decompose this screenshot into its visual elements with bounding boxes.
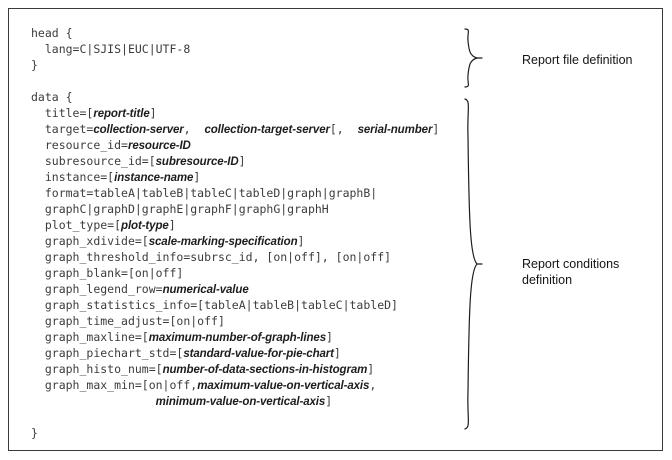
code-line: graph_histo_num=[number-of-data-sections… [44, 362, 375, 376]
annotation-report-file-definition: Report file definition [522, 52, 632, 68]
code-line: plot_type=[plot-type] [44, 218, 176, 232]
code-line: graph_time_adjust=[on|off] [44, 314, 225, 328]
placeholder-token: standard-value-for-pie-chart [183, 348, 334, 360]
annotation-report-conditions-definition-line1: Report conditions [522, 257, 620, 271]
placeholder-token: minimum-value-on-vertical-axis [155, 396, 326, 408]
code-line: graph_max_min=[on|off,maximum-value-on-v… [44, 378, 377, 392]
code-line: data { [31, 90, 73, 104]
code-line [31, 73, 451, 89]
placeholder-token: collection-server [93, 124, 184, 136]
code-line: subresource_id=[subresource-ID] [44, 154, 246, 168]
placeholder-token: resource-ID [127, 140, 191, 152]
placeholder-token: instance-name [114, 172, 194, 184]
brace-report-conditions-definition [461, 97, 483, 431]
placeholder-token: scale-marking-specification [148, 236, 298, 248]
code-line: graph_threshold_info=subrsc_id, [on|off]… [44, 250, 392, 264]
placeholder-token: serial-number [357, 124, 433, 136]
code-line: graph_xdivide=[scale-marking-specificati… [44, 234, 305, 248]
code-line: lang=C|SJIS|EUC|UTF-8 [44, 42, 191, 56]
placeholder-token: numerical-value [162, 284, 249, 296]
annotation-report-conditions-definition-line2: definition [522, 273, 573, 287]
code-line: head { [31, 26, 73, 40]
code-line: instance=[instance-name] [44, 170, 201, 184]
code-line: graph_statistics_info=[tableA|tableB|tab… [44, 298, 398, 312]
code-listing: head { lang=C|SJIS|EUC|UTF-8} data { tit… [31, 25, 451, 441]
code-line: graph_legend_row=numerical-value [44, 282, 249, 296]
placeholder-token: maximum-value-on-vertical-axis [197, 380, 370, 392]
code-line: } [31, 58, 38, 72]
code-line: } [31, 426, 38, 440]
brace-report-file-definition [461, 27, 483, 89]
code-line: format=tableA|tableB|tableC|tableD|graph… [44, 186, 378, 200]
figure-frame: head { lang=C|SJIS|EUC|UTF-8} data { tit… [8, 8, 663, 451]
code-line: minimum-value-on-vertical-axis] [155, 394, 333, 408]
code-line: graphC|graphD|graphE|graphF|graphG|graph… [44, 202, 329, 216]
placeholder-token: plot-type [121, 220, 169, 232]
annotation-report-conditions-definition: Report conditions definition [522, 256, 619, 288]
code-line: graph_blank=[on|off] [44, 266, 184, 280]
code-line: graph_piechart_std=[standard-value-for-p… [44, 346, 341, 360]
placeholder-token: report-title [93, 108, 150, 120]
code-line: title=[report-title] [44, 106, 157, 120]
placeholder-token: number-of-data-sections-in-histogram [162, 364, 368, 376]
code-line: graph_maxline=[maximum-number-of-graph-l… [44, 330, 333, 344]
placeholder-token: maximum-number-of-graph-lines [148, 332, 327, 344]
code-line: target=collection-server, collection-tar… [44, 122, 440, 136]
placeholder-token: collection-target-server [204, 124, 330, 136]
code-line: resource_id=resource-ID [44, 138, 191, 152]
annotation-report-file-definition-text: Report file definition [522, 53, 633, 67]
placeholder-token: subresource-ID [155, 156, 239, 168]
code-line [31, 409, 451, 425]
